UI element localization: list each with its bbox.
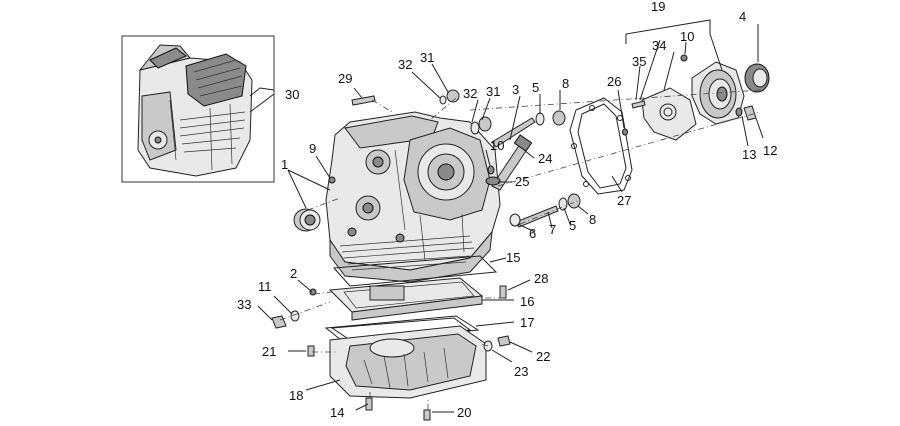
oring-25-illustration: [485, 176, 501, 186]
callout-29[interactable]: 29: [338, 71, 352, 86]
stud-7-illustration: [509, 205, 559, 228]
callout-10-top[interactable]: 10: [680, 29, 694, 44]
dipstick-24-illustration: [491, 134, 533, 191]
callout-9[interactable]: 9: [309, 141, 316, 156]
callout-5-bottom[interactable]: 5: [569, 218, 576, 233]
callout-20[interactable]: 20: [457, 405, 471, 420]
callout-1[interactable]: 1: [281, 157, 288, 172]
callout-22[interactable]: 22: [536, 349, 550, 364]
callout-24[interactable]: 24: [538, 151, 552, 166]
pin-10-top-illustration: [680, 54, 688, 62]
callout-7[interactable]: 7: [549, 222, 556, 237]
callout-5-top[interactable]: 5: [532, 80, 539, 95]
callout-labels: 1 2 3 4 5 5 6 7 8 8 9 10 10 11 12 13 14 …: [237, 0, 777, 420]
pin-26-illustration: [622, 128, 628, 136]
callout-23[interactable]: 23: [514, 364, 528, 379]
washers-nuts-illustration: [271, 89, 581, 421]
callout-21[interactable]: 21: [262, 344, 276, 359]
engine-inset-illustration: [121, 35, 275, 183]
bearing-illustration: [293, 208, 321, 232]
gasket-15-illustration: [332, 255, 498, 287]
leader-lines: [257, 19, 764, 413]
bolts-12-13-illustration: [735, 105, 757, 121]
callout-17[interactable]: 17: [520, 315, 534, 330]
callout-31-right[interactable]: 31: [486, 84, 500, 99]
callout-10-middle[interactable]: 10: [490, 138, 504, 153]
callout-12[interactable]: 12: [763, 143, 777, 158]
screw-35-illustration: [631, 100, 646, 109]
callout-30[interactable]: 30: [285, 87, 299, 102]
callout-18[interactable]: 18: [289, 388, 303, 403]
callout-26[interactable]: 26: [607, 74, 621, 89]
callout-15[interactable]: 15: [506, 250, 520, 265]
callout-31-left[interactable]: 31: [420, 50, 434, 65]
callout-2[interactable]: 2: [290, 266, 297, 281]
crankcase-illustration: [325, 111, 501, 283]
callout-8-top[interactable]: 8: [562, 76, 569, 91]
callout-11[interactable]: 11: [258, 279, 272, 294]
callout-25[interactable]: 25: [515, 174, 529, 189]
callout-35[interactable]: 35: [632, 54, 646, 69]
callout-32-left[interactable]: 32: [398, 57, 412, 72]
callout-6[interactable]: 6: [529, 226, 536, 241]
callout-3[interactable]: 3: [512, 82, 519, 97]
callout-19[interactable]: 19: [651, 0, 665, 14]
spacer-16-illustration: [328, 277, 484, 321]
callout-32-right[interactable]: 32: [463, 86, 477, 101]
cover-gasket-27-illustration: [569, 97, 633, 195]
callout-28[interactable]: 28: [534, 271, 548, 286]
oil-seal-4-illustration: [744, 63, 770, 93]
callout-16[interactable]: 16: [520, 294, 534, 309]
stud-3-illustration: [491, 117, 536, 148]
assembly-axis-lines: [279, 89, 761, 410]
callout-27[interactable]: 27: [617, 193, 631, 208]
callout-13[interactable]: 13: [742, 147, 756, 162]
callout-34[interactable]: 34: [652, 38, 666, 53]
callout-8-bottom[interactable]: 8: [589, 212, 596, 227]
callout-14[interactable]: 14: [330, 405, 344, 420]
callout-33[interactable]: 33: [237, 297, 251, 312]
callout-4[interactable]: 4: [739, 9, 746, 24]
leader-30: [249, 87, 275, 97]
oil-sump-18-illustration: [329, 325, 487, 399]
plate-34-illustration: [641, 87, 697, 141]
